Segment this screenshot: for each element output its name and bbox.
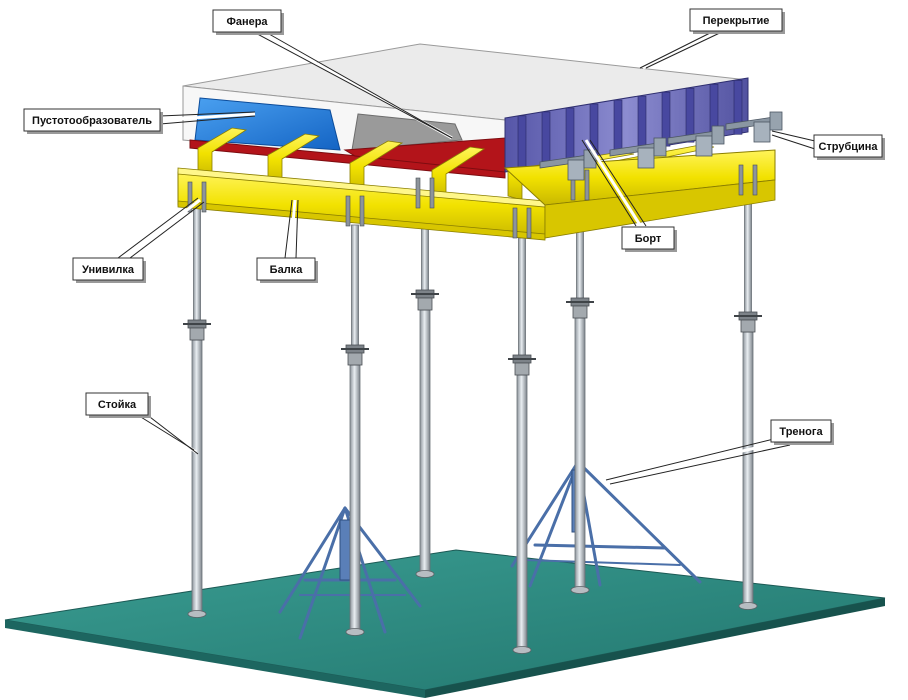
svg-text:Фанера: Фанера (226, 16, 268, 28)
fork-head-2 (345, 195, 365, 227)
prop-4 (508, 237, 536, 654)
leader-beam (284, 199, 299, 259)
clamp-4 (725, 111, 783, 143)
label-prop: Стойка (85, 392, 151, 418)
fork-head-3 (415, 177, 435, 209)
leader-side-form (581, 139, 647, 227)
side-form-rib (733, 80, 743, 135)
props-group (183, 195, 762, 654)
label-void-former: Пустотообразователь (23, 108, 163, 134)
label-slab: Перекрытие (689, 8, 785, 34)
callouts: Фанера Перекрытие Пустотообразователь Ст… (23, 8, 885, 485)
label-side-form: Борт (621, 226, 677, 252)
label-plywood: Фанера (212, 9, 284, 35)
svg-text:Струбцина: Струбцина (818, 141, 878, 153)
prop-2 (341, 224, 369, 636)
leader-fork-head (117, 197, 205, 260)
side-form-rib (517, 115, 527, 171)
prop-6 (734, 197, 762, 610)
side-form-rib (637, 95, 647, 151)
label-tripod: Тренога (770, 419, 834, 445)
leader-tripod (605, 435, 791, 485)
side-form-rib (541, 111, 551, 167)
label-fork-head: Унивилка (72, 257, 146, 283)
side-form-rib (565, 107, 575, 163)
side-form-ribs (517, 80, 743, 171)
svg-text:Унивилка: Унивилка (82, 264, 135, 276)
side-form-rib (685, 87, 695, 143)
leader-clamp (771, 130, 816, 150)
svg-text:Перекрытие: Перекрытие (703, 15, 770, 27)
clamps (539, 111, 783, 181)
svg-text:Балка: Балка (270, 264, 304, 276)
ground-plate (4, 549, 886, 698)
label-beam: Балка (256, 257, 318, 283)
clamp-2 (609, 137, 667, 169)
svg-text:Борт: Борт (635, 233, 662, 245)
fork-head-6 (738, 164, 758, 196)
prop-1 (183, 204, 211, 618)
prop-3 (411, 217, 439, 578)
side-form-rib (613, 99, 623, 155)
label-clamp: Струбцина (813, 134, 885, 160)
clamp-3 (667, 125, 725, 157)
svg-text:Стойка: Стойка (98, 399, 137, 411)
svg-text:Пустотообразователь: Пустотообразователь (32, 115, 152, 127)
fork-heads (187, 164, 758, 239)
svg-text:Тренога: Тренога (779, 426, 823, 438)
leader-prop (135, 412, 199, 455)
fork-head-4 (512, 207, 532, 239)
leader-plywood (249, 28, 453, 140)
leader-void-former (159, 111, 256, 125)
clamp-1 (539, 149, 597, 181)
leader-slab (639, 28, 727, 70)
